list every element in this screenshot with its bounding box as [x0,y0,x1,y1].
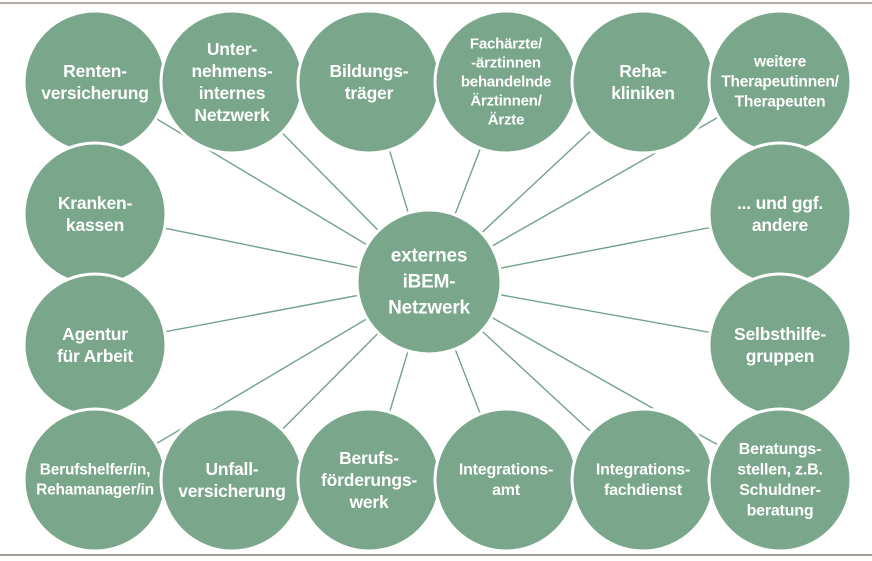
node-label-und-ggf-andere-line-0: ... und ggf. [737,193,823,213]
node-circle-bildungstraeger [296,9,442,155]
node-circle-und-ggf-andere [707,141,853,287]
node-circle-agentur-fuer-arbeit [22,272,168,418]
node-label-beratungsstellen-line-1: stellen, z.B. [737,461,822,478]
node-label-krankenkassen-line-1: kassen [66,215,124,235]
node-label-krankenkassen-line-0: Kranken- [58,193,133,213]
node-label-rehakliniken-line-1: kliniken [611,83,675,103]
node-label-integrationsamt-line-0: Integrations- [459,461,553,478]
node-label-integrationsfachdienst-line-0: Integrations- [596,461,690,478]
node-label-beratungsstellen-line-0: Beratungs- [739,441,821,458]
node-label-beratungsstellen-line-2: Schuldner- [739,482,821,499]
node-label-fachaerzte-aerztinnen-line-2: behandelnde [461,74,551,91]
node-circle-beratungsstellen [707,407,853,553]
node-label-fachaerzte-aerztinnen-line-3: Ärztinnen/ [470,93,542,110]
node-label-berufshelfer-rehamanager-line-0: Berufshelfer/in, [40,462,151,479]
node-circle-unternehmensinternes-netzwerk [159,9,305,155]
node-label-und-ggf-andere-line-1: andere [752,215,809,235]
node-label-weitere-therapeutinnen-line-0: weitere [753,54,807,71]
node-label-agentur-fuer-arbeit-line-1: für Arbeit [57,346,133,366]
node-label-selbsthilfegruppen-line-0: Selbsthilfe- [734,324,826,344]
node-label-fachaerzte-aerztinnen-line-4: Ärzte [488,112,525,129]
node-label-unfallversicherung-line-0: Unfall- [205,459,258,479]
node-label-unternehmensinternes-netzwerk-line-2: internes [199,83,266,103]
node-label-rehakliniken-line-0: Reha- [619,61,667,81]
node-label-externes-ibem-netzwerk-line-1: iBEM- [403,272,456,293]
node-label-rentenversicherung-line-0: Renten- [63,61,127,81]
node-label-beratungsstellen-line-3: beratung [747,502,814,519]
node-label-integrationsfachdienst-line-1: fachdienst [604,482,683,499]
node-circle-berufshelfer-rehamanager [22,407,168,553]
node-label-rentenversicherung-line-1: versicherung [41,83,149,103]
node-circle-integrationsfachdienst [570,407,716,553]
node-label-unternehmensinternes-netzwerk-line-3: Netzwerk [194,105,270,125]
node-circle-externes-ibem-netzwerk [355,208,503,356]
node-circle-rentenversicherung [22,9,168,155]
node-label-weitere-therapeutinnen-line-2: Therapeuten [735,94,826,111]
node-circle-unfallversicherung [159,407,305,553]
node-label-agentur-fuer-arbeit-line-0: Agentur [62,324,128,344]
node-label-selbsthilfegruppen-line-1: gruppen [746,346,815,366]
node-label-externes-ibem-netzwerk-line-2: Netzwerk [388,298,470,319]
node-circle-krankenkassen [22,141,168,287]
node-label-unfallversicherung-line-1: versicherung [178,481,286,501]
node-label-berufsfoerderungswerk-line-1: förderungs- [321,470,417,490]
node-label-unternehmensinternes-netzwerk-line-0: Unter- [207,39,258,59]
node-label-bildungstraeger-line-0: Bildungs- [330,61,409,81]
node-label-weitere-therapeutinnen-line-1: Therapeutinnen/ [721,74,839,91]
node-label-externes-ibem-netzwerk-line-0: externes [391,246,468,267]
node-label-berufsfoerderungswerk-line-0: Berufs- [339,448,399,468]
node-circle-selbsthilfegruppen [707,272,853,418]
node-label-bildungstraeger-line-1: träger [345,83,394,103]
node-label-integrationsamt-line-1: amt [492,482,521,499]
node-label-fachaerzte-aerztinnen-line-0: Fachärzte/ [470,36,543,53]
node-circle-integrationsamt [433,407,579,553]
node-label-unternehmensinternes-netzwerk-line-1: nehmens- [191,61,272,81]
node-label-berufsfoerderungswerk-line-2: werk [348,492,389,512]
node-label-berufshelfer-rehamanager-line-1: Rehamanager/in [36,482,154,499]
node-circle-rehakliniken [570,9,716,155]
node-label-fachaerzte-aerztinnen-line-1: -ärztinnen [471,55,541,72]
